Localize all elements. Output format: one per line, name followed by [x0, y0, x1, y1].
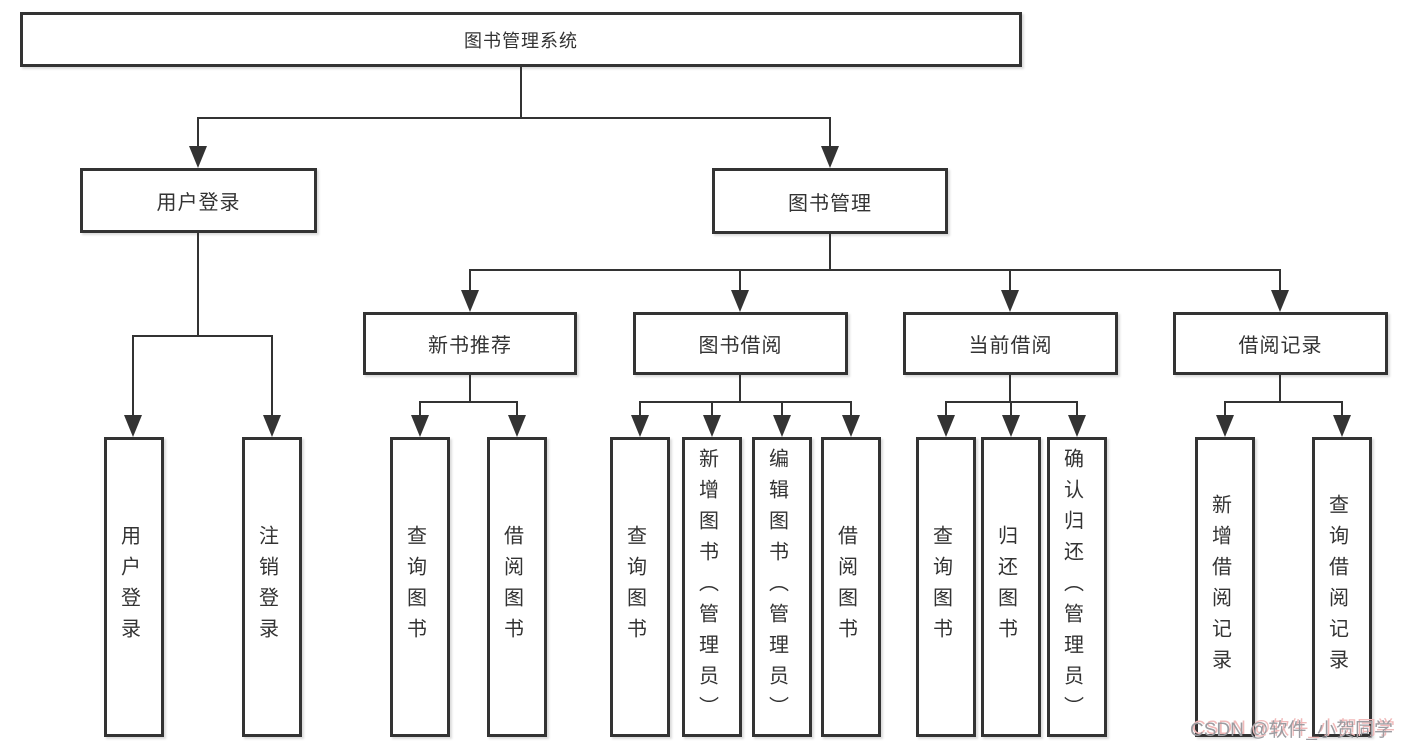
arrowhead-down-icon [631, 415, 649, 437]
connector-line [419, 401, 518, 403]
node-borrow-records-label: 借阅记录 [1238, 335, 1323, 357]
connector-line [1010, 401, 1012, 415]
connector-line [271, 335, 273, 415]
arrowhead-down-icon [773, 415, 791, 437]
connector-line [739, 375, 741, 402]
watermark: CSDN @软件_小贺同学 [1190, 720, 1393, 741]
leaf-borrow-edit-books-admin-label: 编辑图书（管理员） [765, 447, 788, 727]
connector-line [850, 401, 852, 415]
arrowhead-down-icon [703, 415, 721, 437]
connector-line [829, 234, 831, 270]
arrowhead-down-icon [937, 415, 955, 437]
node-book-management-label: 图书管理 [788, 192, 872, 215]
leaf-borrow-edit-books-admin: 编辑图书（管理员） [752, 437, 812, 737]
connector-line [945, 401, 947, 415]
leaf-current-confirm-return-admin: 确认归还（管理员） [1047, 437, 1107, 737]
connector-line [1224, 401, 1343, 403]
leaf-borrow-borrow-books: 借阅图书 [821, 437, 881, 737]
arrowhead-down-icon [731, 290, 749, 312]
node-user-login-label: 用户登录 [156, 192, 241, 214]
connector-line [197, 117, 831, 119]
leaf-records-query-record: 查询借阅记录 [1312, 437, 1372, 737]
leaf-user-login-label: 用户登录 [117, 525, 140, 649]
node-user-login: 用户登录 [80, 168, 317, 233]
arrowhead-down-icon [124, 415, 142, 437]
connector-line [739, 269, 741, 290]
connector-line [132, 335, 273, 337]
node-new-book-recommend-label: 新书推荐 [428, 335, 512, 357]
connector-line [781, 401, 783, 415]
connector-line [1224, 401, 1226, 415]
connector-line [1279, 375, 1281, 402]
arrowhead-down-icon [1068, 415, 1086, 437]
leaf-borrow-add-books-admin-label: 新增图书（管理员） [695, 447, 718, 727]
leaf-current-return-books-label: 归还图书 [994, 525, 1017, 649]
arrowhead-down-icon [842, 415, 860, 437]
leaf-records-query-record-label: 查询借阅记录 [1325, 494, 1348, 680]
connector-line [639, 401, 852, 403]
leaf-recommend-borrow-books-label: 借阅图书 [500, 525, 523, 649]
connector-line [469, 269, 1281, 271]
connector-line [639, 401, 641, 415]
node-book-borrow: 图书借阅 [633, 312, 848, 375]
connector-line [711, 401, 713, 415]
connector-line [1009, 269, 1011, 290]
node-book-management: 图书管理 [712, 168, 948, 234]
connector-line [132, 335, 134, 415]
leaf-current-confirm-return-admin-label: 确认归还（管理员） [1060, 447, 1083, 727]
connector-line [829, 117, 831, 146]
connector-line [197, 117, 199, 146]
arrowhead-down-icon [508, 415, 526, 437]
connector-line [1009, 375, 1011, 402]
node-root: 图书管理系统 [20, 12, 1022, 67]
connector-line [516, 401, 518, 415]
leaf-borrow-add-books-admin: 新增图书（管理员） [682, 437, 742, 737]
leaf-user-login: 用户登录 [104, 437, 164, 737]
leaf-recommend-query-books: 查询图书 [390, 437, 450, 737]
connector-line [520, 67, 522, 118]
arrowhead-down-icon [263, 415, 281, 437]
arrowhead-down-icon [1001, 290, 1019, 312]
node-current-borrow: 当前借阅 [903, 312, 1118, 375]
arrowhead-down-icon [1333, 415, 1351, 437]
arrowhead-down-icon [1216, 415, 1234, 437]
arrowhead-down-icon [821, 146, 839, 168]
arrowhead-down-icon [411, 415, 429, 437]
leaf-recommend-borrow-books: 借阅图书 [487, 437, 547, 737]
leaf-recommend-query-books-label: 查询图书 [403, 525, 426, 649]
leaf-borrow-borrow-books-label: 借阅图书 [834, 525, 857, 649]
leaf-current-return-books: 归还图书 [981, 437, 1041, 737]
arrowhead-down-icon [461, 290, 479, 312]
connector-line [1076, 401, 1078, 415]
node-borrow-records: 借阅记录 [1173, 312, 1388, 375]
leaf-records-add-record: 新增借阅记录 [1195, 437, 1255, 737]
arrowhead-down-icon [189, 146, 207, 168]
arrowhead-down-icon [1271, 290, 1289, 312]
connector-line [419, 401, 421, 415]
leaf-borrow-query-books: 查询图书 [610, 437, 670, 737]
node-new-book-recommend: 新书推荐 [363, 312, 577, 375]
node-current-borrow-label: 当前借阅 [968, 335, 1053, 357]
leaf-logout-label: 注销登录 [255, 525, 278, 649]
leaf-logout: 注销登录 [242, 437, 302, 737]
leaf-records-add-record-label: 新增借阅记录 [1208, 494, 1231, 680]
arrowhead-down-icon [1002, 415, 1020, 437]
connector-line [469, 375, 471, 402]
connector-line [1279, 269, 1281, 290]
node-book-borrow-label: 图书借阅 [698, 335, 783, 357]
connector-line [197, 233, 199, 337]
node-root-label: 图书管理系统 [464, 30, 578, 51]
leaf-current-query-books: 查询图书 [916, 437, 976, 737]
leaf-current-query-books-label: 查询图书 [929, 525, 952, 649]
connector-line [469, 269, 471, 290]
connector-line [1341, 401, 1343, 415]
leaf-borrow-query-books-label: 查询图书 [623, 525, 646, 649]
